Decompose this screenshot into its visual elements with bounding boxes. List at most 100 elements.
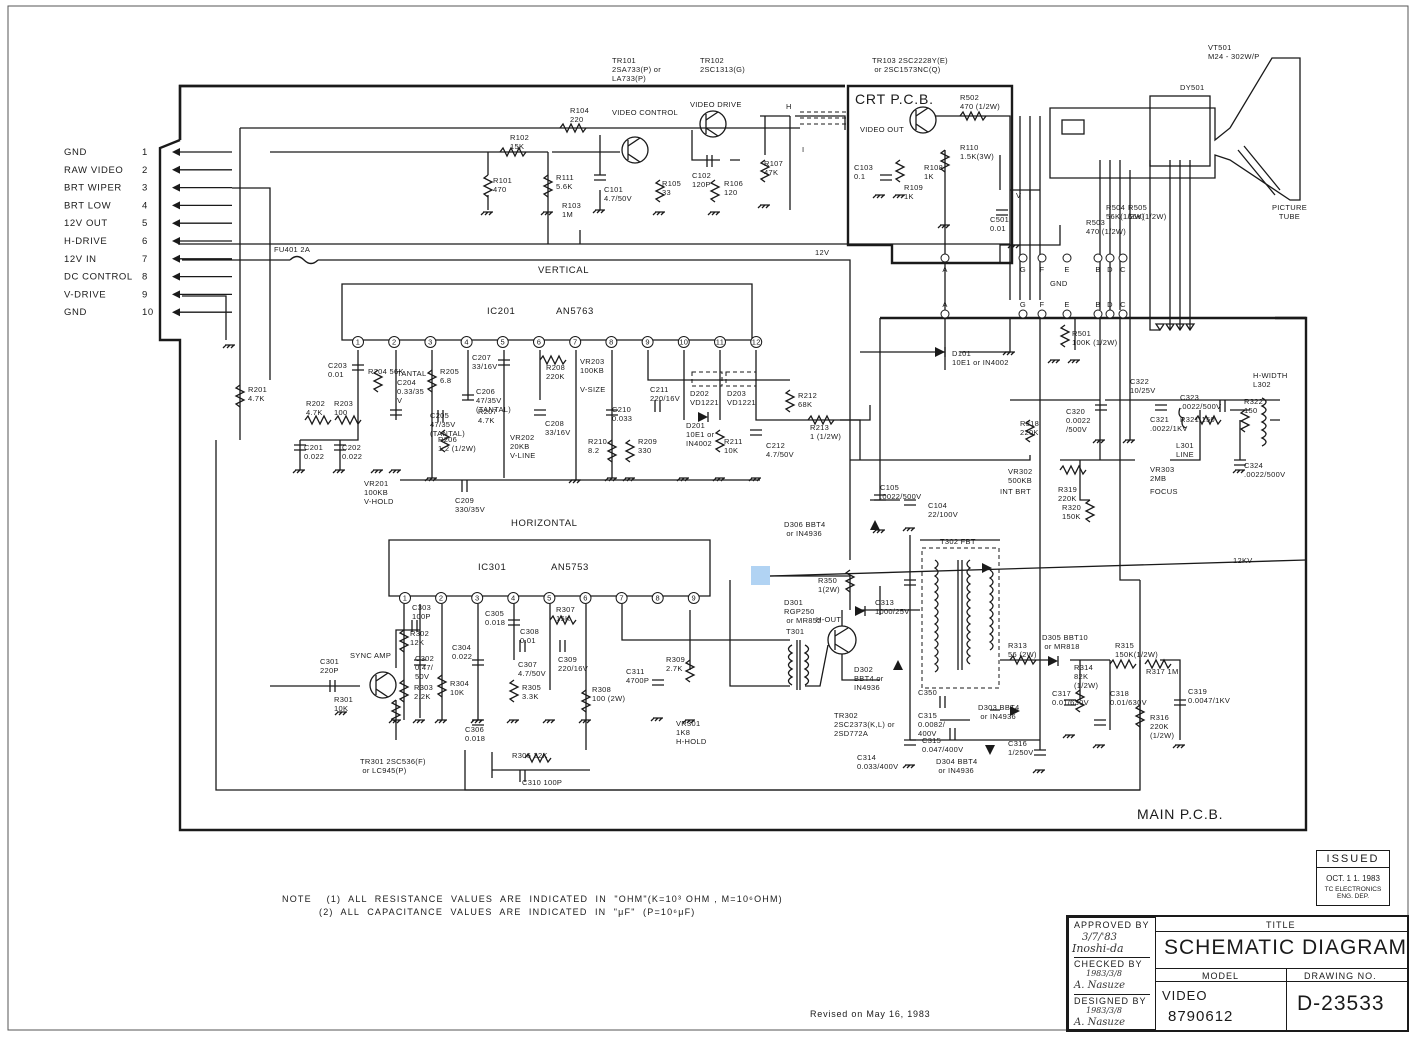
tube-gun [1061,119,1085,135]
ground-symbols [222,194,1245,774]
connector-pin-9-number: 9 [142,289,148,300]
ground-icon [424,477,437,482]
ic201-pin-7 [569,336,582,348]
ic301-pin-5 [543,592,556,604]
designed-date: 1983/3/8 [1086,1006,1122,1015]
ground-icon [1002,351,1015,356]
connector-pin-4-label: BRT LOW [64,200,111,211]
twelve-v-label: 12V [815,248,829,257]
ic301-pin-5-number: 5 [547,594,551,603]
connector-pin-10-number: 10 [142,307,154,318]
ground-icon [1067,359,1080,364]
ground-icon [292,469,305,474]
ic201-pin-10 [677,336,690,348]
connector-pin-9-label: V-DRIVE [64,289,106,300]
ic301-part: AN5753 [551,562,589,573]
ic301-pin-9-number: 9 [692,594,696,603]
node-top-E [1062,253,1072,263]
node-top-B-label: B [1095,265,1100,274]
hv-markers [1154,323,1196,332]
tr103-label: TR103 2SC2228Y(E) or 2SC1573NC(Q) [872,56,948,74]
ground-icon [222,344,235,349]
title-block: APPROVED BY 3/7/'83 Inoshi-da CHECKED BY… [1066,915,1409,1032]
tr101-symbol [621,136,649,164]
ground-icon [1092,744,1105,749]
ic201-pin-8-number: 8 [609,338,613,347]
d304-label: D304 BBT4 or IN4936 [936,757,977,775]
connector-arrow-icon [172,219,180,228]
node-bottom-E-label: E [1064,300,1069,309]
approved-by-label: APPROVED BY [1074,920,1150,930]
ic201-pin-11-number: 11 [716,338,724,347]
connector-arrow-icon [172,165,180,174]
drawing-number: D-23533 [1297,992,1385,1015]
connector-arrow-icon [172,148,180,156]
focus-label: FOCUS [1150,487,1178,496]
crt-pin-H-label: H [786,102,792,111]
connector-pin-8-number: 8 [142,272,148,283]
approved-signature: Inoshi-da [1072,942,1124,955]
ground-icon [578,719,591,724]
node-bottom-D [1105,309,1115,319]
fuse-symbol [289,255,319,265]
ic301-pin-6-number: 6 [583,594,587,603]
ground-icon [1007,244,1020,249]
ic301-pin-2 [435,592,448,604]
main-pcb-outline [178,84,845,140]
ground-icon [872,194,885,199]
ground-icon [682,719,695,724]
node-bottom-C [1118,309,1128,319]
ground-icon [748,477,761,482]
note-block: NOTE (1) ALL RESISTANCE VALUES ARE INDIC… [282,893,783,919]
node-top-E-label: E [1064,265,1069,274]
ic301-pin-6 [579,592,592,604]
connector-arrow-icon [172,290,180,299]
c321-label: C321.0022/1KV [1150,415,1188,433]
ic201-pin-9-number: 9 [645,338,649,347]
designed-by-label: DESIGNED BY [1074,994,1150,1006]
ground-icon [568,479,581,484]
ic201-pin-2-number: 2 [392,338,396,347]
ground-icon [540,211,553,216]
c324-label: C324.0022/500V [1244,461,1285,479]
fbt-windings [933,559,994,673]
connector-arrow-icon [172,183,180,192]
ground-icon [1047,359,1060,364]
revised-date: Revised on May 16, 1983 [810,1009,931,1019]
issued-label: ISSUED [1317,851,1389,868]
node-top-G-label: G [1020,265,1026,274]
model-label: MODEL [1202,971,1240,981]
crt-cable [800,111,848,125]
ic201-pin-10-number: 10 [679,338,688,347]
